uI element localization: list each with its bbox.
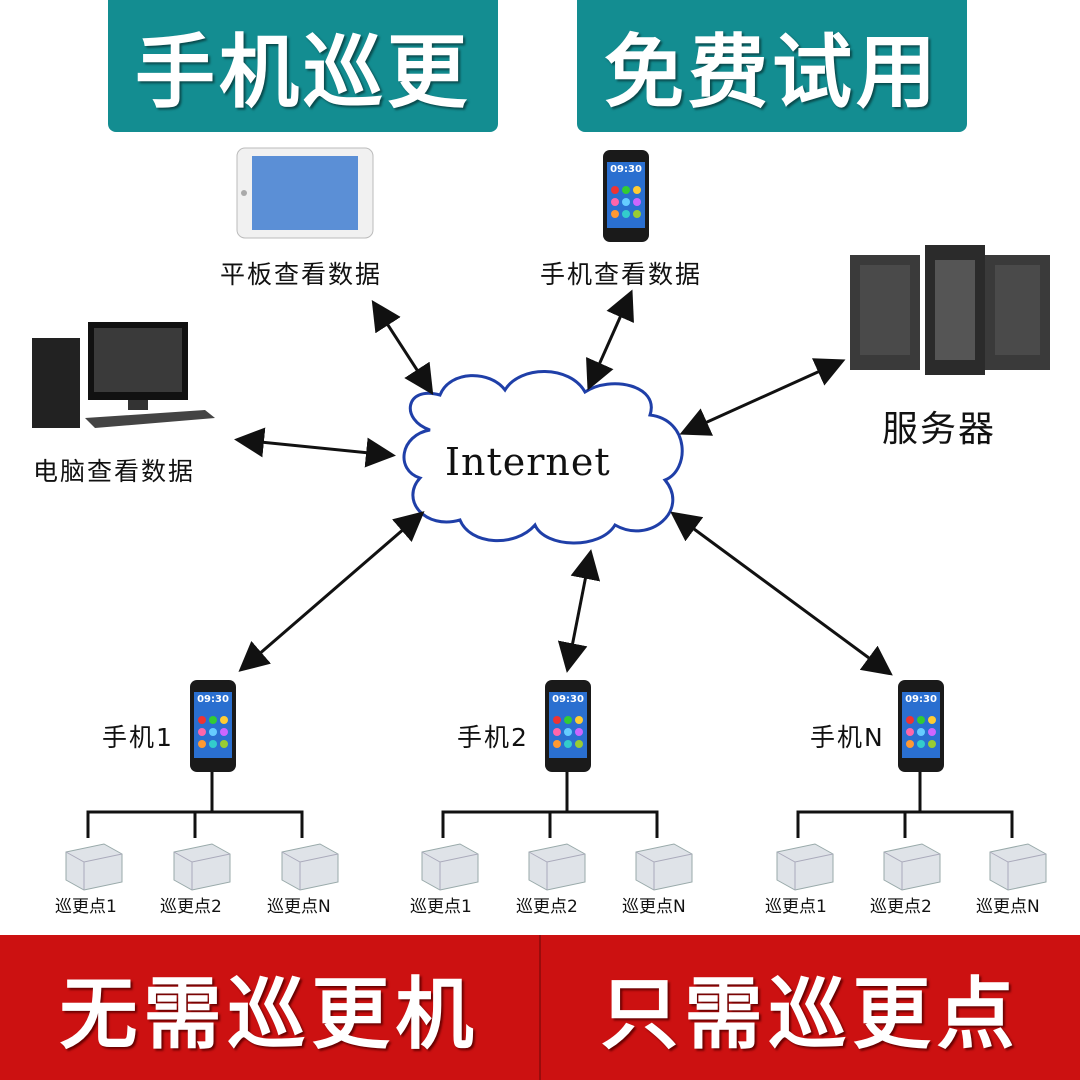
- tablet-label: 平板查看数据: [220, 260, 383, 289]
- patrol-point-label: 巡更点N: [976, 897, 1040, 917]
- server-icon: [850, 245, 1050, 375]
- divider: [539, 935, 541, 1080]
- banner-mobile-patrol: 手机巡更: [108, 0, 498, 132]
- connection-arrows: [234, 289, 893, 676]
- phone-2-screen-time: 09:30: [552, 694, 584, 705]
- patrol-point-icons: [65, 843, 1047, 891]
- phone-1-screen-time: 09:30: [197, 694, 229, 705]
- tree-lines: [86, 772, 1014, 838]
- server-label: 服务器: [882, 409, 997, 450]
- patrol-point-label: 巡更点1: [765, 897, 827, 917]
- bottom-banner: 无需巡更机 只需巡更点: [0, 935, 1080, 1080]
- patrol-point-label: 巡更点1: [55, 897, 117, 917]
- phone-screen-time: 09:30: [610, 164, 642, 175]
- patrol-point-label: 巡更点2: [160, 897, 222, 917]
- phone-n-label: 手机N: [810, 723, 885, 752]
- patrol-point-label: 巡更点2: [870, 897, 932, 917]
- only-patrol-points-text: 只需巡更点: [600, 969, 1021, 1060]
- phone-2-label: 手机2: [457, 723, 529, 752]
- internet-label: Internet: [445, 440, 611, 484]
- patrol-point-label: 巡更点2: [516, 897, 578, 917]
- phone-n-screen-time: 09:30: [905, 694, 937, 705]
- banner-free-trial: 免费试用: [577, 0, 967, 132]
- pc-label: 电脑查看数据: [33, 457, 196, 486]
- desktop-computer-icon: [32, 322, 215, 428]
- internet-cloud: [402, 370, 684, 545]
- patrol-point-label: 巡更点1: [410, 897, 472, 917]
- patrol-point-label: 巡更点N: [267, 897, 331, 917]
- no-patrol-device-text: 无需巡更机: [59, 969, 480, 1060]
- phone-view-label: 手机查看数据: [540, 260, 703, 289]
- patrol-point-label: 巡更点N: [622, 897, 686, 917]
- tablet-icon: [236, 147, 374, 239]
- phone-1-label: 手机1: [102, 723, 174, 752]
